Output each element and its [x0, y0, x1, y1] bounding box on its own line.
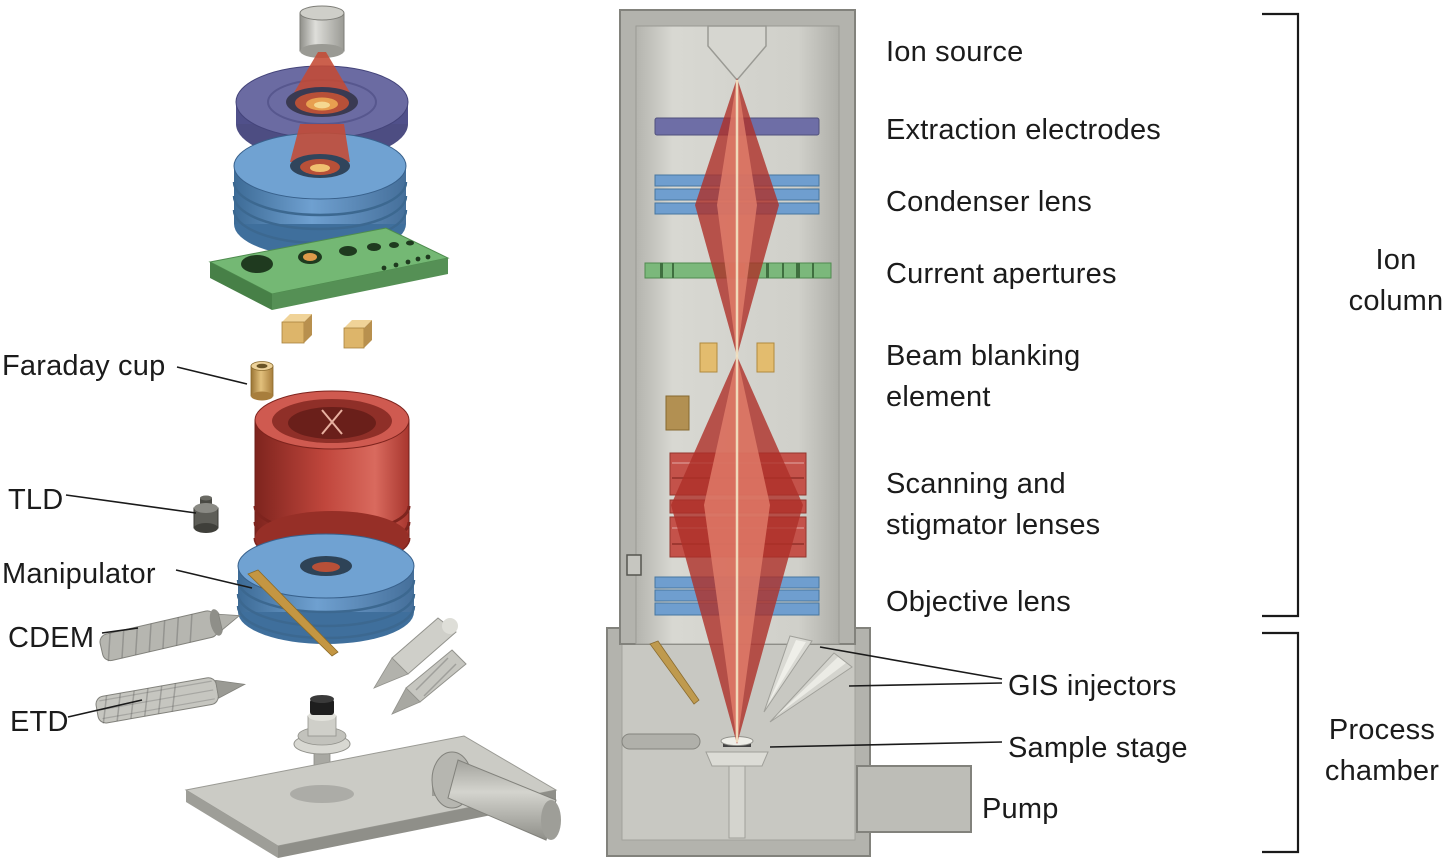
beam-blanking-plates	[665, 342, 775, 431]
leader-tld	[65, 494, 197, 514]
chamber-arm	[621, 733, 701, 750]
label-beam-blanking: Beam blanking element	[886, 340, 1081, 413]
label-sample-stage: Sample stage	[1008, 732, 1188, 764]
label-condenser-lens: Condenser lens	[886, 186, 1092, 218]
label-faraday-cup: Faraday cup	[2, 350, 166, 382]
exploded-gis-needles	[373, 617, 467, 715]
blanking-cubes	[281, 314, 372, 349]
leader-etd	[67, 699, 143, 718]
beam-cone-extraction	[290, 124, 350, 162]
faraday-cup	[250, 361, 274, 401]
label-objective-lens: Objective lens	[886, 586, 1071, 618]
etd-detector	[95, 677, 247, 724]
ion-beam	[671, 78, 803, 744]
aperture-plate	[208, 227, 450, 310]
wall-port-knob	[626, 554, 642, 576]
ion-source-shape	[707, 25, 767, 82]
leader-faraday-cup	[176, 366, 248, 385]
gis-injector-2-highlight	[776, 657, 846, 716]
pump-block	[856, 765, 972, 833]
label-extraction-electrodes: Extraction electrodes	[886, 114, 1161, 146]
sample-stage-shape	[705, 736, 769, 839]
ion-column-bracket	[1262, 12, 1300, 618]
cdem-detector	[99, 609, 241, 662]
leader-gis-1	[819, 646, 1003, 680]
label-pump: Pump	[982, 793, 1059, 825]
label-cdem: CDEM	[8, 622, 95, 654]
beam-cone-source	[292, 52, 352, 96]
stage-assembly	[184, 695, 561, 858]
gis-injector-1-highlight	[768, 640, 806, 704]
label-ion-column: Ion column	[1348, 244, 1444, 317]
tld-detector	[193, 495, 219, 533]
manipulator-needle	[247, 569, 339, 657]
label-manipulator: Manipulator	[2, 558, 156, 590]
source-tip-cylinder	[299, 5, 345, 58]
label-process-chamber: Process chamber	[1324, 714, 1440, 787]
annotations	[65, 12, 1300, 854]
process-chamber-bracket	[1262, 631, 1300, 854]
label-tld: TLD	[8, 484, 64, 516]
exploded-view	[95, 5, 561, 858]
column-schematic	[606, 9, 972, 857]
label-scanning-stigmator: Scanning and stigmator lenses	[886, 468, 1101, 541]
label-etd: ETD	[10, 706, 69, 738]
label-ion-source: Ion source	[886, 36, 1024, 68]
chamber-contents	[621, 635, 853, 839]
leader-cdem	[101, 627, 139, 634]
leader-manipulator	[175, 569, 253, 589]
gis-injector-1	[763, 635, 813, 713]
label-current-apertures: Current apertures	[886, 258, 1117, 290]
leader-sample-stage	[769, 741, 1003, 748]
leader-gis-2	[848, 682, 1003, 687]
label-gis-injectors: GIS injectors	[1008, 670, 1177, 702]
chamber-manipulator-needle	[649, 640, 700, 705]
